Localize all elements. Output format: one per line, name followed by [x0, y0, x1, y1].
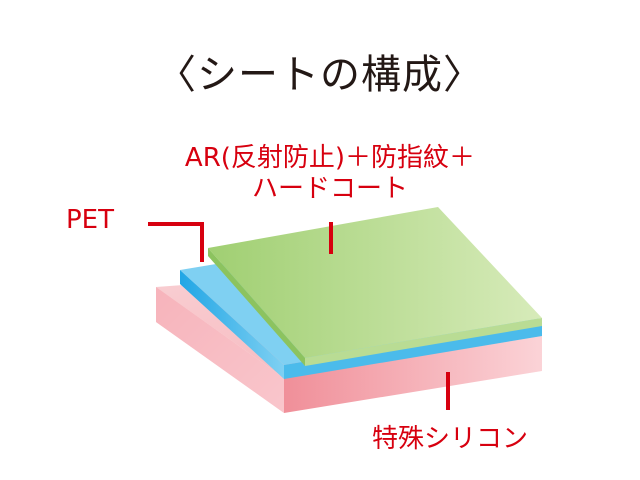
pet-leader-line [148, 222, 204, 262]
hardcoat-label-line1: AR(反射防止)＋防指紋＋ [184, 143, 476, 173]
silicone-label: 特殊シリコン [372, 424, 529, 454]
hardcoat-label: AR(反射防止)＋防指紋＋ ハードコート [150, 143, 510, 205]
hardcoat-label-line2: ハードコート [251, 174, 408, 204]
hardcoat-layer [208, 207, 542, 366]
pet-label: PET [66, 205, 114, 235]
page-title: 〈シートの構成〉 [156, 52, 484, 98]
